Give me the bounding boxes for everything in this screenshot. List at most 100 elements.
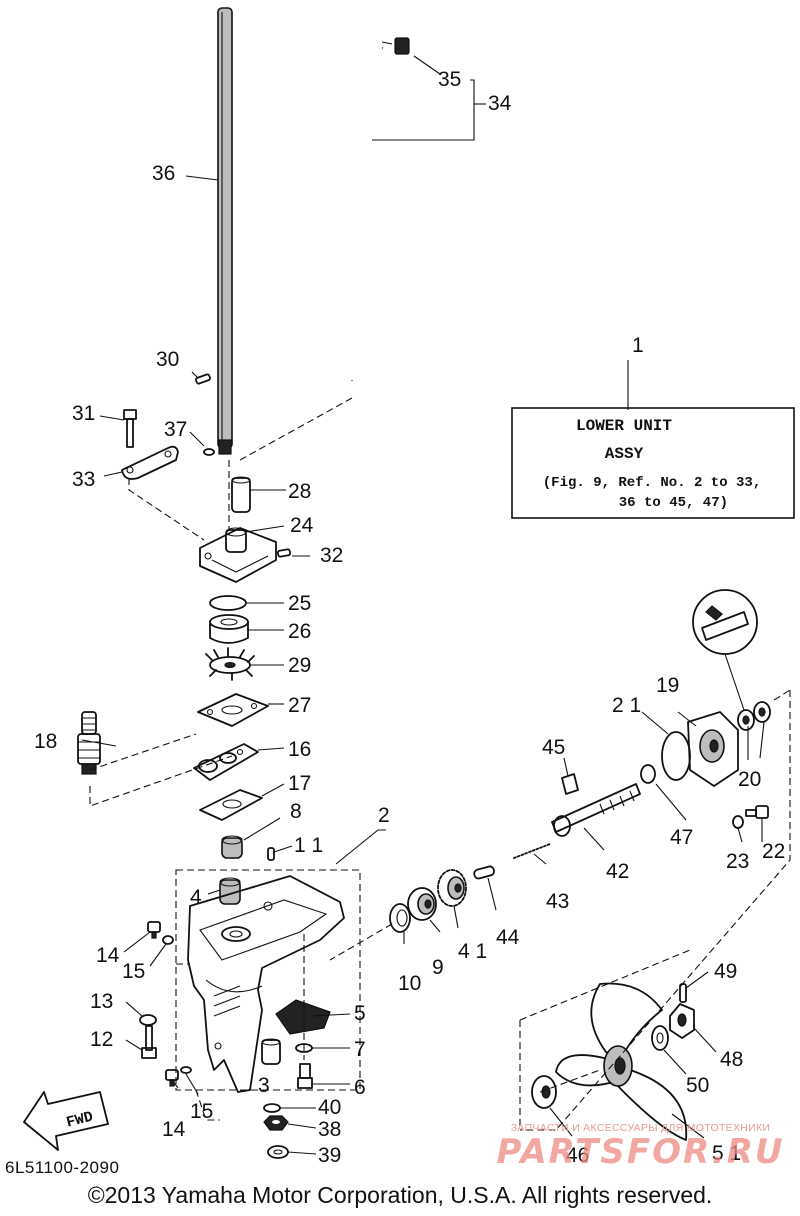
callout-30: 30: [156, 348, 179, 371]
callout-42: 42: [606, 860, 629, 883]
propeller-shaft-42: [551, 783, 641, 837]
callout-6: 6: [354, 1076, 366, 1099]
callout-4: 4: [190, 886, 202, 909]
gasket-maker-icon: [692, 589, 758, 655]
callout-43: 43: [546, 890, 569, 913]
insert-cartridge-26: [209, 614, 249, 644]
watermark: ЗАПЧАСТИ И АКСЕССУАРЫ ДЛЯ МОТОТЕХНИКИ PA…: [488, 1122, 793, 1170]
bolt-31: [123, 409, 137, 448]
spring-43: [513, 843, 551, 859]
washer-13: [139, 1014, 157, 1026]
gasket-17: [199, 789, 263, 821]
callout-27: 27: [288, 694, 311, 717]
oil-seal-10: [389, 903, 411, 933]
nut-48: [669, 1003, 695, 1039]
callout-9: 9: [432, 956, 444, 979]
propeller-51: [555, 982, 688, 1141]
callout-24: 24: [290, 514, 314, 537]
washer-23: [732, 815, 744, 829]
washer-15-lower: [180, 1066, 192, 1074]
callout-22: 22: [762, 840, 785, 863]
pin-49: [679, 983, 687, 1003]
fwd-label: FWD: [65, 1109, 95, 1132]
washer-37: [203, 448, 215, 456]
pin-11: [267, 847, 275, 861]
assembly-lines: [89, 397, 791, 1131]
callout-33: 33: [72, 468, 95, 491]
callout-41: 4 1: [458, 940, 487, 963]
o-ring-25: [209, 595, 247, 611]
lower-casing-2: [187, 875, 345, 1093]
callout-2: 2: [378, 804, 390, 827]
callout-35: 35: [438, 68, 461, 91]
callout-11: 1 1: [294, 834, 323, 857]
callout-12: 12: [90, 1028, 113, 1051]
screw-14-upper: [147, 921, 161, 939]
fwd-arrow-icon: FWD: [23, 1091, 109, 1151]
callout-15-upper: 15: [122, 960, 145, 983]
callout-31: 31: [72, 402, 95, 425]
clip-45: [561, 773, 579, 795]
callout-13: 13: [90, 990, 113, 1013]
callout-49: 49: [714, 960, 737, 983]
nut-38: [263, 1115, 289, 1131]
callout-38: 38: [318, 1118, 341, 1141]
callout-37: 37: [164, 418, 187, 441]
callout-7: 7: [354, 1038, 366, 1061]
callout-50: 50: [686, 1074, 709, 1097]
callout-48: 48: [720, 1048, 743, 1071]
impeller-29: [205, 647, 255, 681]
copyright-notice: ©2013 Yamaha Motor Corporation, U.S.A. A…: [87, 1182, 713, 1208]
bushing-4: [219, 877, 241, 905]
o-ring-21: [661, 731, 691, 781]
callout-5: 5: [354, 1002, 366, 1025]
callout-10: 10: [398, 972, 421, 995]
callout-45: 45: [542, 736, 565, 759]
callout-14-upper: 14: [96, 944, 120, 967]
dowel-32: [276, 548, 292, 558]
watermark-tagline: ЗАПЧАСТИ И АКСЕССУАРЫ ДЛЯ МОТОТЕХНИКИ: [510, 1122, 771, 1134]
washer-15-upper: [162, 935, 174, 945]
callout-1: 1: [632, 334, 644, 357]
callout-21: 2 1: [612, 694, 641, 717]
bushing-20: [737, 701, 771, 731]
callout-26: 26: [288, 620, 311, 643]
plate-33: [121, 445, 179, 480]
callout-18: 18: [34, 730, 57, 753]
callout-40: 40: [318, 1096, 341, 1119]
callout-19: 19: [656, 674, 679, 697]
callout-3: 3: [258, 1074, 270, 1097]
callout-25: 25: [288, 592, 311, 615]
assembly-box-line4: 36 to 45, 47): [619, 495, 728, 511]
callout-15-lower: 15: [190, 1100, 213, 1123]
diagram-code: 6L51100-2090: [5, 1158, 120, 1177]
callout-36: 36: [152, 162, 175, 185]
washer-47: [640, 764, 656, 784]
outer-plate-27: [197, 693, 269, 727]
nut-39: [267, 1145, 289, 1159]
pin-30: [195, 373, 211, 385]
spacer-50: [651, 1025, 669, 1051]
bolt-12: [141, 1025, 157, 1059]
assembly-box-line2: ASSY: [605, 445, 644, 463]
assembly-info-box: LOWER UNIT ASSY (Fig. 9, Ref. No. 2 to 3…: [511, 407, 795, 519]
callout-34: 34: [488, 92, 512, 115]
pin-44: [473, 865, 495, 880]
callout-44: 44: [496, 926, 520, 949]
collar-28: [231, 476, 251, 513]
callout-32: 32: [320, 544, 343, 567]
plate-16: [193, 743, 259, 781]
callout-20: 20: [738, 768, 761, 791]
callout-23: 23: [726, 850, 749, 873]
callout-8: 8: [290, 800, 302, 823]
callout-29: 29: [288, 654, 311, 677]
assembly-box-line3: (Fig. 9, Ref. No. 2 to 33,: [543, 475, 761, 491]
bearing-9: [407, 887, 437, 921]
gear-41: [437, 869, 467, 907]
grommet: [394, 37, 410, 55]
pump-housing-24: [199, 527, 277, 583]
washer-40: [263, 1103, 281, 1113]
leader-lines: [81, 41, 765, 1155]
callout-17: 17: [288, 772, 311, 795]
